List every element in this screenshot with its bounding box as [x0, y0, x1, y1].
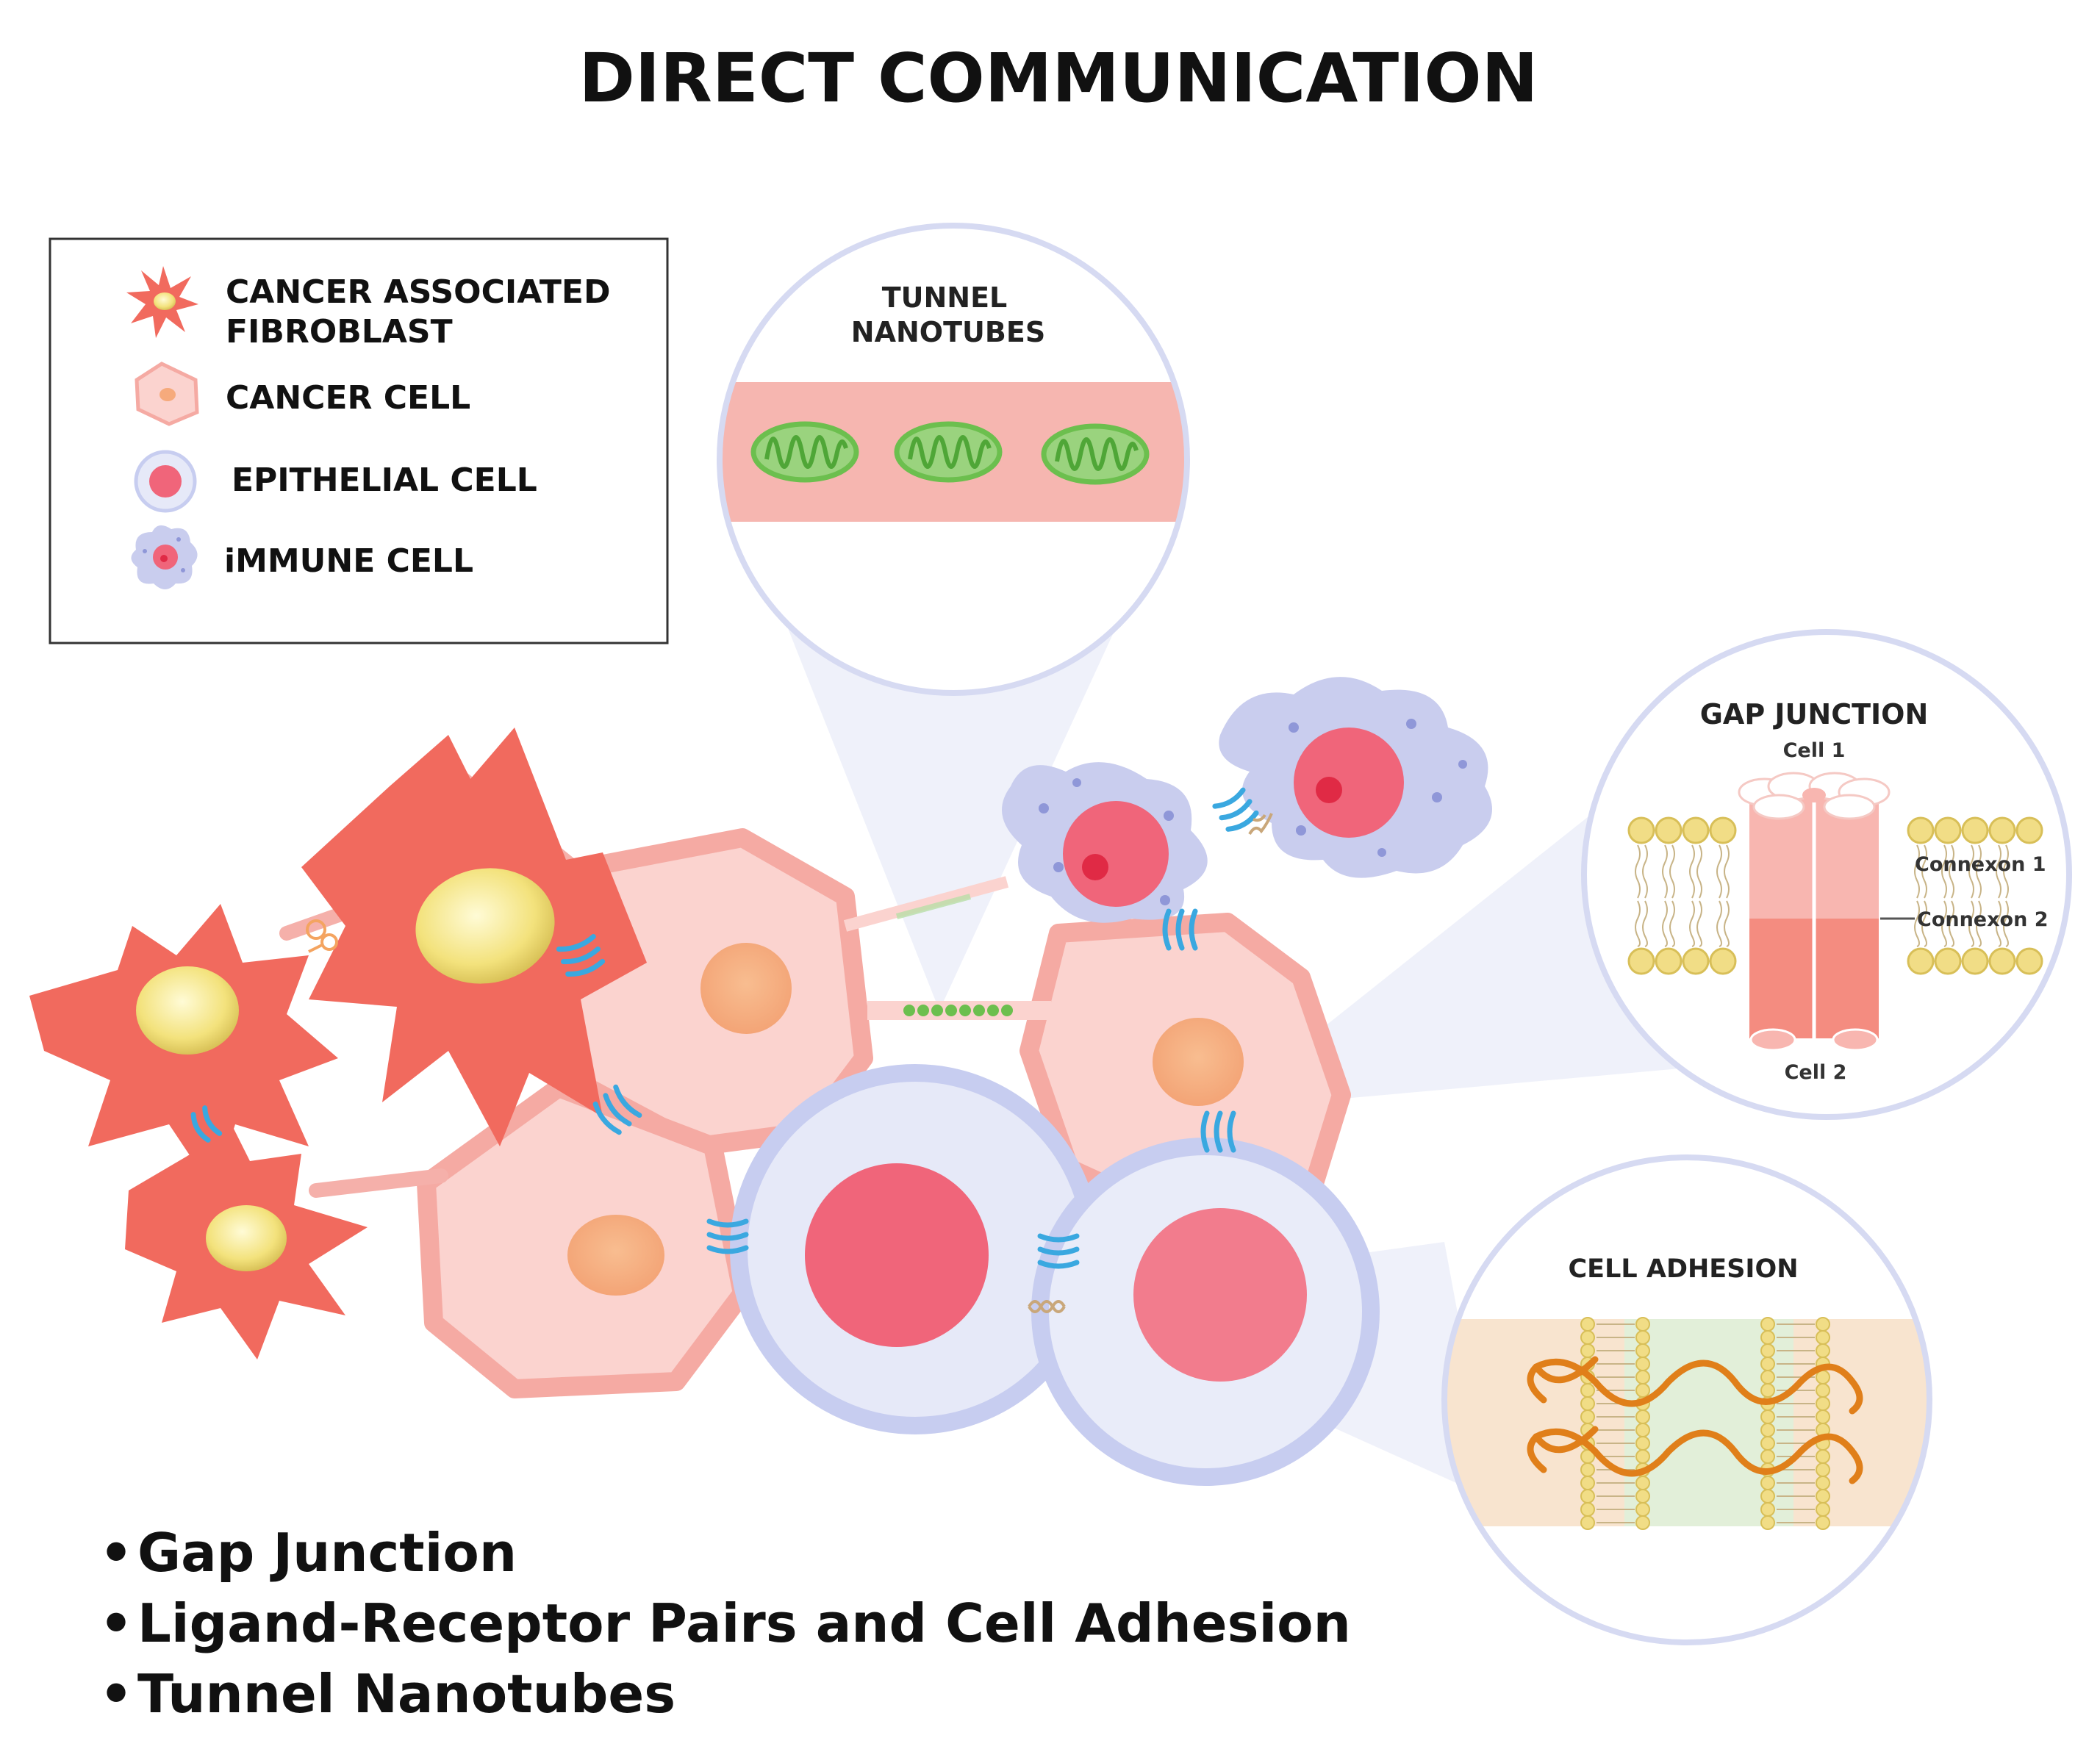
- tunnel-nanotubes-inset: TUNNEL NANOTUBES: [717, 223, 1190, 696]
- gap-junction-mark: [556, 934, 606, 977]
- summary-bullet-list: Gap Junction Ligand-Receptor Pairs and C…: [99, 1517, 1351, 1729]
- fibroblast-nucleus: [136, 966, 239, 1055]
- fibroblast-nucleus: [206, 1205, 287, 1271]
- cancer-cell-nucleus: [1153, 1018, 1244, 1106]
- ligand-receptor-mark: [306, 919, 338, 953]
- mitochondrion: [750, 421, 859, 483]
- legend-label-immune-cell: iMMUNE CELL: [224, 542, 473, 580]
- lipid-bilayer-left: [1627, 816, 1737, 975]
- fibroblast-nucleus: [415, 868, 555, 984]
- legend-label-epithelial-cell: EPITHELIAL CELL: [232, 461, 537, 499]
- mitochondrion: [894, 421, 1003, 483]
- immune-cell-nucleus: [1063, 801, 1169, 907]
- gap-junction-marks: [190, 787, 1259, 1269]
- epithelial-cell-icon: [134, 450, 197, 513]
- immune-cell-icon: [131, 525, 198, 589]
- connexon-channel: [1738, 772, 1891, 1052]
- gap-junction-mark: [592, 1084, 642, 1135]
- legend-label-fibroblast-1: CANCER ASSOCIATED: [226, 273, 610, 311]
- bullet-tunnel-nanotubes: Tunnel Nanotubes: [99, 1659, 1351, 1729]
- gap-junction-inset: GAP JUNCTION Cell 1 Cell 2 Connexon 1 Co…: [1581, 629, 2072, 1120]
- tnt-zoom-cone: [786, 625, 1117, 1010]
- cancer-cell-nucleus: [567, 1215, 664, 1296]
- diagram-title: DIRECT COMMUNICATION: [578, 39, 1538, 118]
- cell-adhesion-title: CELL ADHESION: [1568, 1254, 1798, 1284]
- nanotube-mitochondria-dots: [903, 1005, 1013, 1016]
- lipid-bilayer-right: [1907, 816, 2043, 975]
- legend-label-cancer-cell: CANCER CELL: [226, 379, 470, 417]
- epithelial-cell-nucleus: [805, 1163, 989, 1347]
- legend: CANCER ASSOCIATED FIBROBLAST CANCER CELL…: [49, 237, 669, 644]
- gap-junction-mark: [706, 1218, 749, 1254]
- gap-junction-title: GAP JUNCTION: [1700, 698, 1929, 730]
- gap-junction-cell2-label: Cell 2: [1785, 1061, 1847, 1084]
- tunnel-nanotube: [843, 876, 1051, 1020]
- fibroblasts: [29, 728, 647, 1359]
- tnt-label-2: NANOTUBES: [851, 316, 1045, 348]
- gap-junction-mark: [190, 1105, 223, 1143]
- bullet-gap-junction: Gap Junction: [99, 1517, 1351, 1588]
- mitochondrion: [1041, 423, 1150, 485]
- cancer-cell-icon: [135, 362, 199, 426]
- connexon-2-label: Connexon 2: [1917, 908, 2049, 931]
- bullet-ligand-receptor: Ligand-Receptor Pairs and Cell Adhesion: [99, 1588, 1351, 1659]
- tnt-label-1: TUNNEL: [882, 281, 1008, 314]
- gap-junction-cell1-label: Cell 1: [1783, 739, 1846, 762]
- immune-cell-nucleus: [1294, 728, 1404, 838]
- gap-junction-mark: [1162, 908, 1198, 951]
- fibroblast-icon: [126, 266, 198, 338]
- adhesion-marks: [1028, 813, 1273, 1313]
- gap-junction-mark: [1037, 1233, 1080, 1269]
- cell-adhesion-inset: CELL ADHESION: [1441, 1154, 1932, 1645]
- immune-cells: [1002, 677, 1492, 923]
- cancer-cell-nucleus: [700, 943, 792, 1034]
- epithelial-cells: [730, 1064, 1380, 1486]
- gap-junction-mark: [1200, 1110, 1236, 1153]
- gap-junction-mark: [1212, 787, 1259, 832]
- connexon-1-label: Connexon 1: [1915, 853, 2046, 876]
- adhesion-molecules: [1527, 1356, 1863, 1484]
- epithelial-cell-nucleus: [1133, 1208, 1307, 1382]
- legend-label-fibroblast-2: FIBROBLAST: [226, 313, 453, 351]
